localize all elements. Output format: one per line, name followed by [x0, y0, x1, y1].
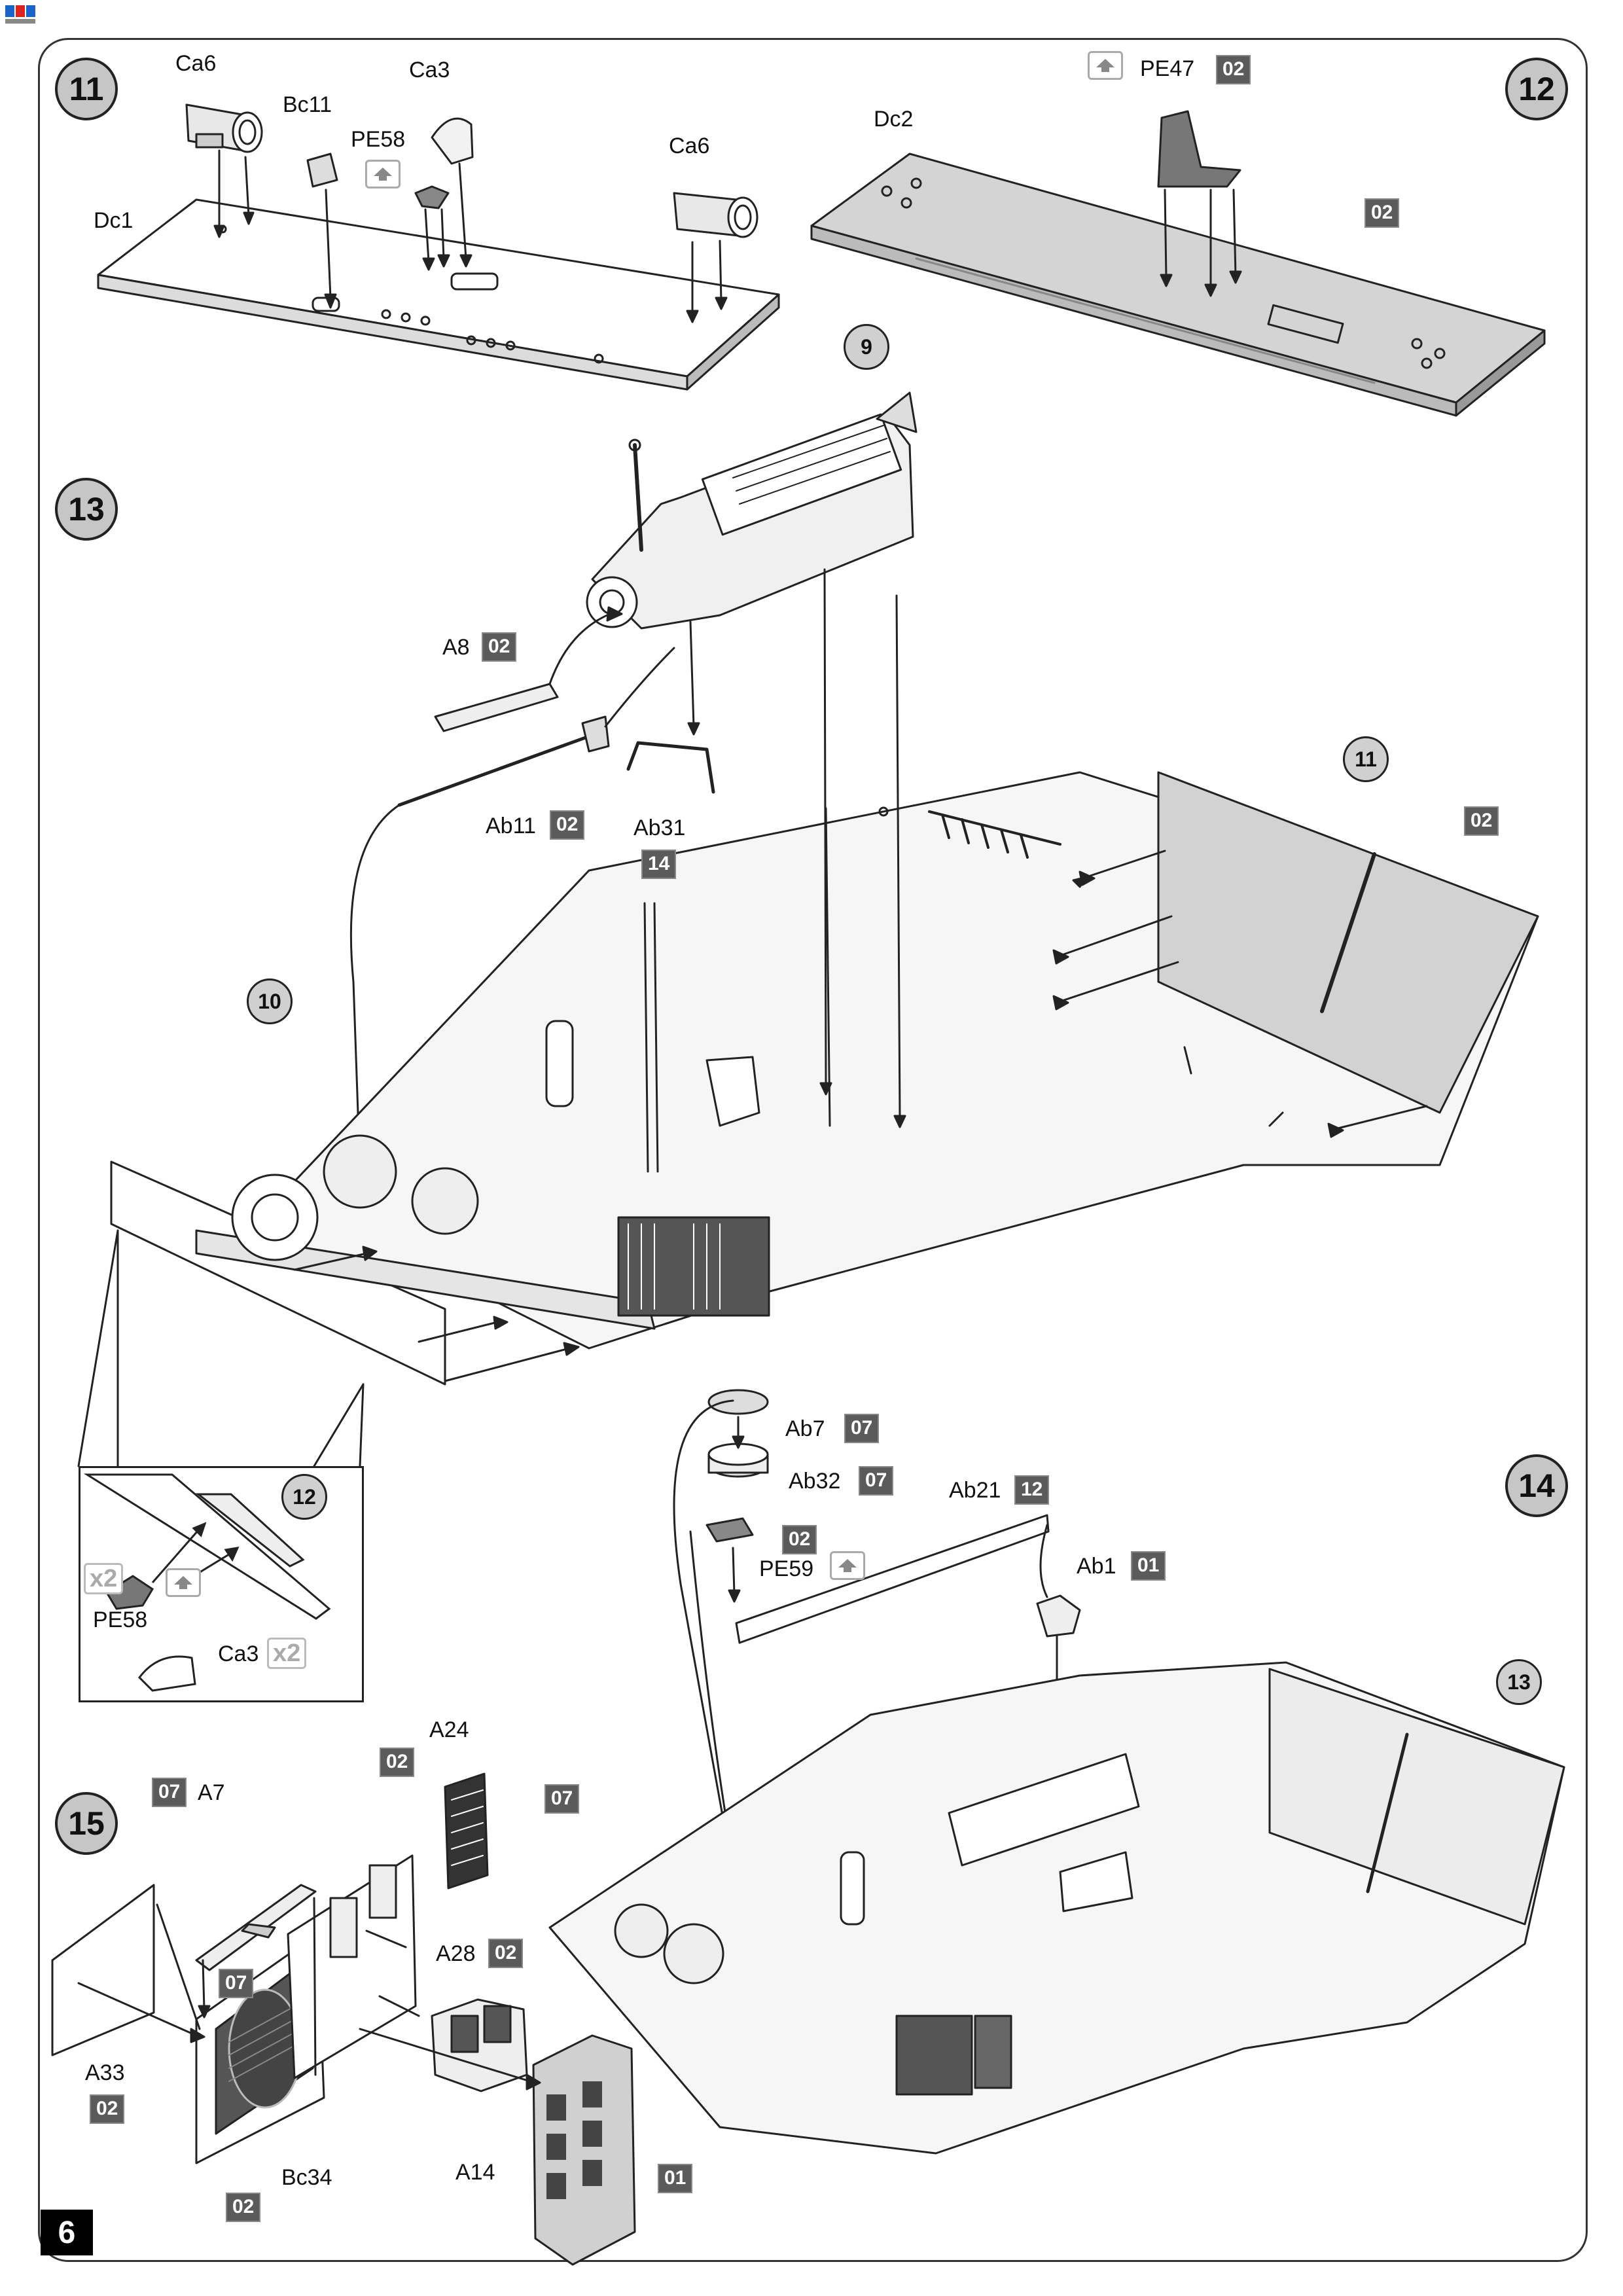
step-number-13: 13 — [55, 478, 118, 541]
label-pe58: PE58 — [351, 127, 406, 152]
label-ab31: Ab31 — [633, 816, 686, 840]
multiplier-ca3: x2 — [267, 1638, 307, 1669]
color-code-pe47: 02 — [1216, 55, 1251, 84]
label-ab21: Ab21 — [949, 1478, 1001, 1503]
part-pe47 — [1157, 110, 1242, 297]
inset-pointer-lines — [77, 1229, 365, 1467]
color-code-ab32: 07 — [859, 1466, 894, 1496]
label-a8: A8 — [442, 635, 470, 660]
hull-chassis — [110, 568, 1539, 1386]
site-logo — [5, 5, 35, 24]
color-code-ab31: 14 — [641, 850, 677, 879]
color-code-a8: 02 — [482, 632, 517, 662]
photo-etch-arrow-icon — [365, 160, 401, 188]
label-ab7: Ab7 — [785, 1416, 825, 1441]
label-ab11: Ab11 — [486, 814, 536, 838]
label-ca6: Ca6 — [669, 134, 710, 158]
step-number-15: 15 — [55, 1792, 118, 1855]
photo-etch-arrow-icon — [830, 1551, 865, 1580]
label-ca6: Ca6 — [175, 51, 217, 76]
label-ca3: Ca3 — [218, 1641, 259, 1666]
color-code-a14: 01 — [658, 2164, 693, 2193]
color-code-ab1: 01 — [1131, 1551, 1166, 1581]
color-code-a28: 02 — [488, 1939, 524, 1968]
reference-step-9: 9 — [844, 324, 889, 370]
color-code-a7: 07 — [152, 1778, 187, 1807]
color-code-a33: 02 — [90, 2094, 125, 2124]
color-code-ab21: 12 — [1014, 1475, 1050, 1505]
step-number-11: 11 — [55, 58, 118, 120]
part-ca6-right — [673, 192, 758, 323]
step-number-14: 14 — [1505, 1454, 1568, 1517]
color-code-bc34: 02 — [226, 2193, 261, 2222]
reference-step-12: 12 — [281, 1474, 327, 1520]
reference-step-10: 10 — [247, 978, 293, 1024]
color-code-pe59: 02 — [782, 1525, 817, 1554]
label-ca3: Ca3 — [409, 58, 450, 82]
label-a24: A24 — [429, 1717, 469, 1742]
hull-assembled — [548, 1661, 1565, 2155]
multiplier-pe58: x2 — [84, 1563, 124, 1594]
color-code-radiator: 07 — [219, 1969, 254, 1998]
plate-dc2 — [810, 152, 1546, 417]
label-pe59: PE59 — [759, 1556, 814, 1581]
color-code-a24: 02 — [380, 1748, 415, 1777]
label-bc34: Bc34 — [281, 2165, 332, 2190]
part-a8 — [434, 606, 623, 732]
plate-dc1 — [97, 198, 780, 391]
photo-etch-arrow-icon — [1088, 51, 1123, 80]
part-ab31 — [626, 620, 715, 794]
label-pe58: PE58 — [93, 1607, 148, 1632]
label-a33: A33 — [85, 2060, 125, 2085]
page-number: 6 — [41, 2210, 93, 2255]
reference-step-13: 13 — [1496, 1659, 1542, 1705]
cowl-assembly — [673, 1389, 1050, 1965]
step-number-12: 12 — [1505, 58, 1568, 120]
radiator-assembly — [51, 1772, 636, 2266]
label-bc11: Bc11 — [283, 92, 332, 117]
part-ca6-left — [185, 103, 263, 238]
color-code-ab11: 02 — [550, 810, 585, 840]
label-a7: A7 — [198, 1780, 225, 1805]
label-ab32: Ab32 — [789, 1469, 841, 1494]
part-bc11 — [306, 152, 338, 309]
color-code-dc2: 02 — [1364, 198, 1400, 228]
color-code-ab7: 07 — [844, 1414, 880, 1443]
color-code-panel-11: 02 — [1464, 806, 1499, 836]
label-dc2: Dc2 — [874, 107, 914, 132]
label-ab1: Ab1 — [1077, 1554, 1116, 1579]
inset-illustration — [83, 1473, 331, 1692]
photo-etch-arrow-icon — [166, 1568, 201, 1597]
color-code-a24-coil: 07 — [544, 1784, 580, 1814]
label-a14: A14 — [455, 2160, 495, 2185]
label-dc1: Dc1 — [94, 208, 134, 233]
engine-assembly — [586, 391, 918, 630]
label-a28: A28 — [436, 1941, 476, 1966]
label-pe47: PE47 — [1140, 56, 1195, 81]
reference-step-11: 11 — [1343, 736, 1389, 782]
part-pe58-ca3 — [414, 117, 474, 271]
